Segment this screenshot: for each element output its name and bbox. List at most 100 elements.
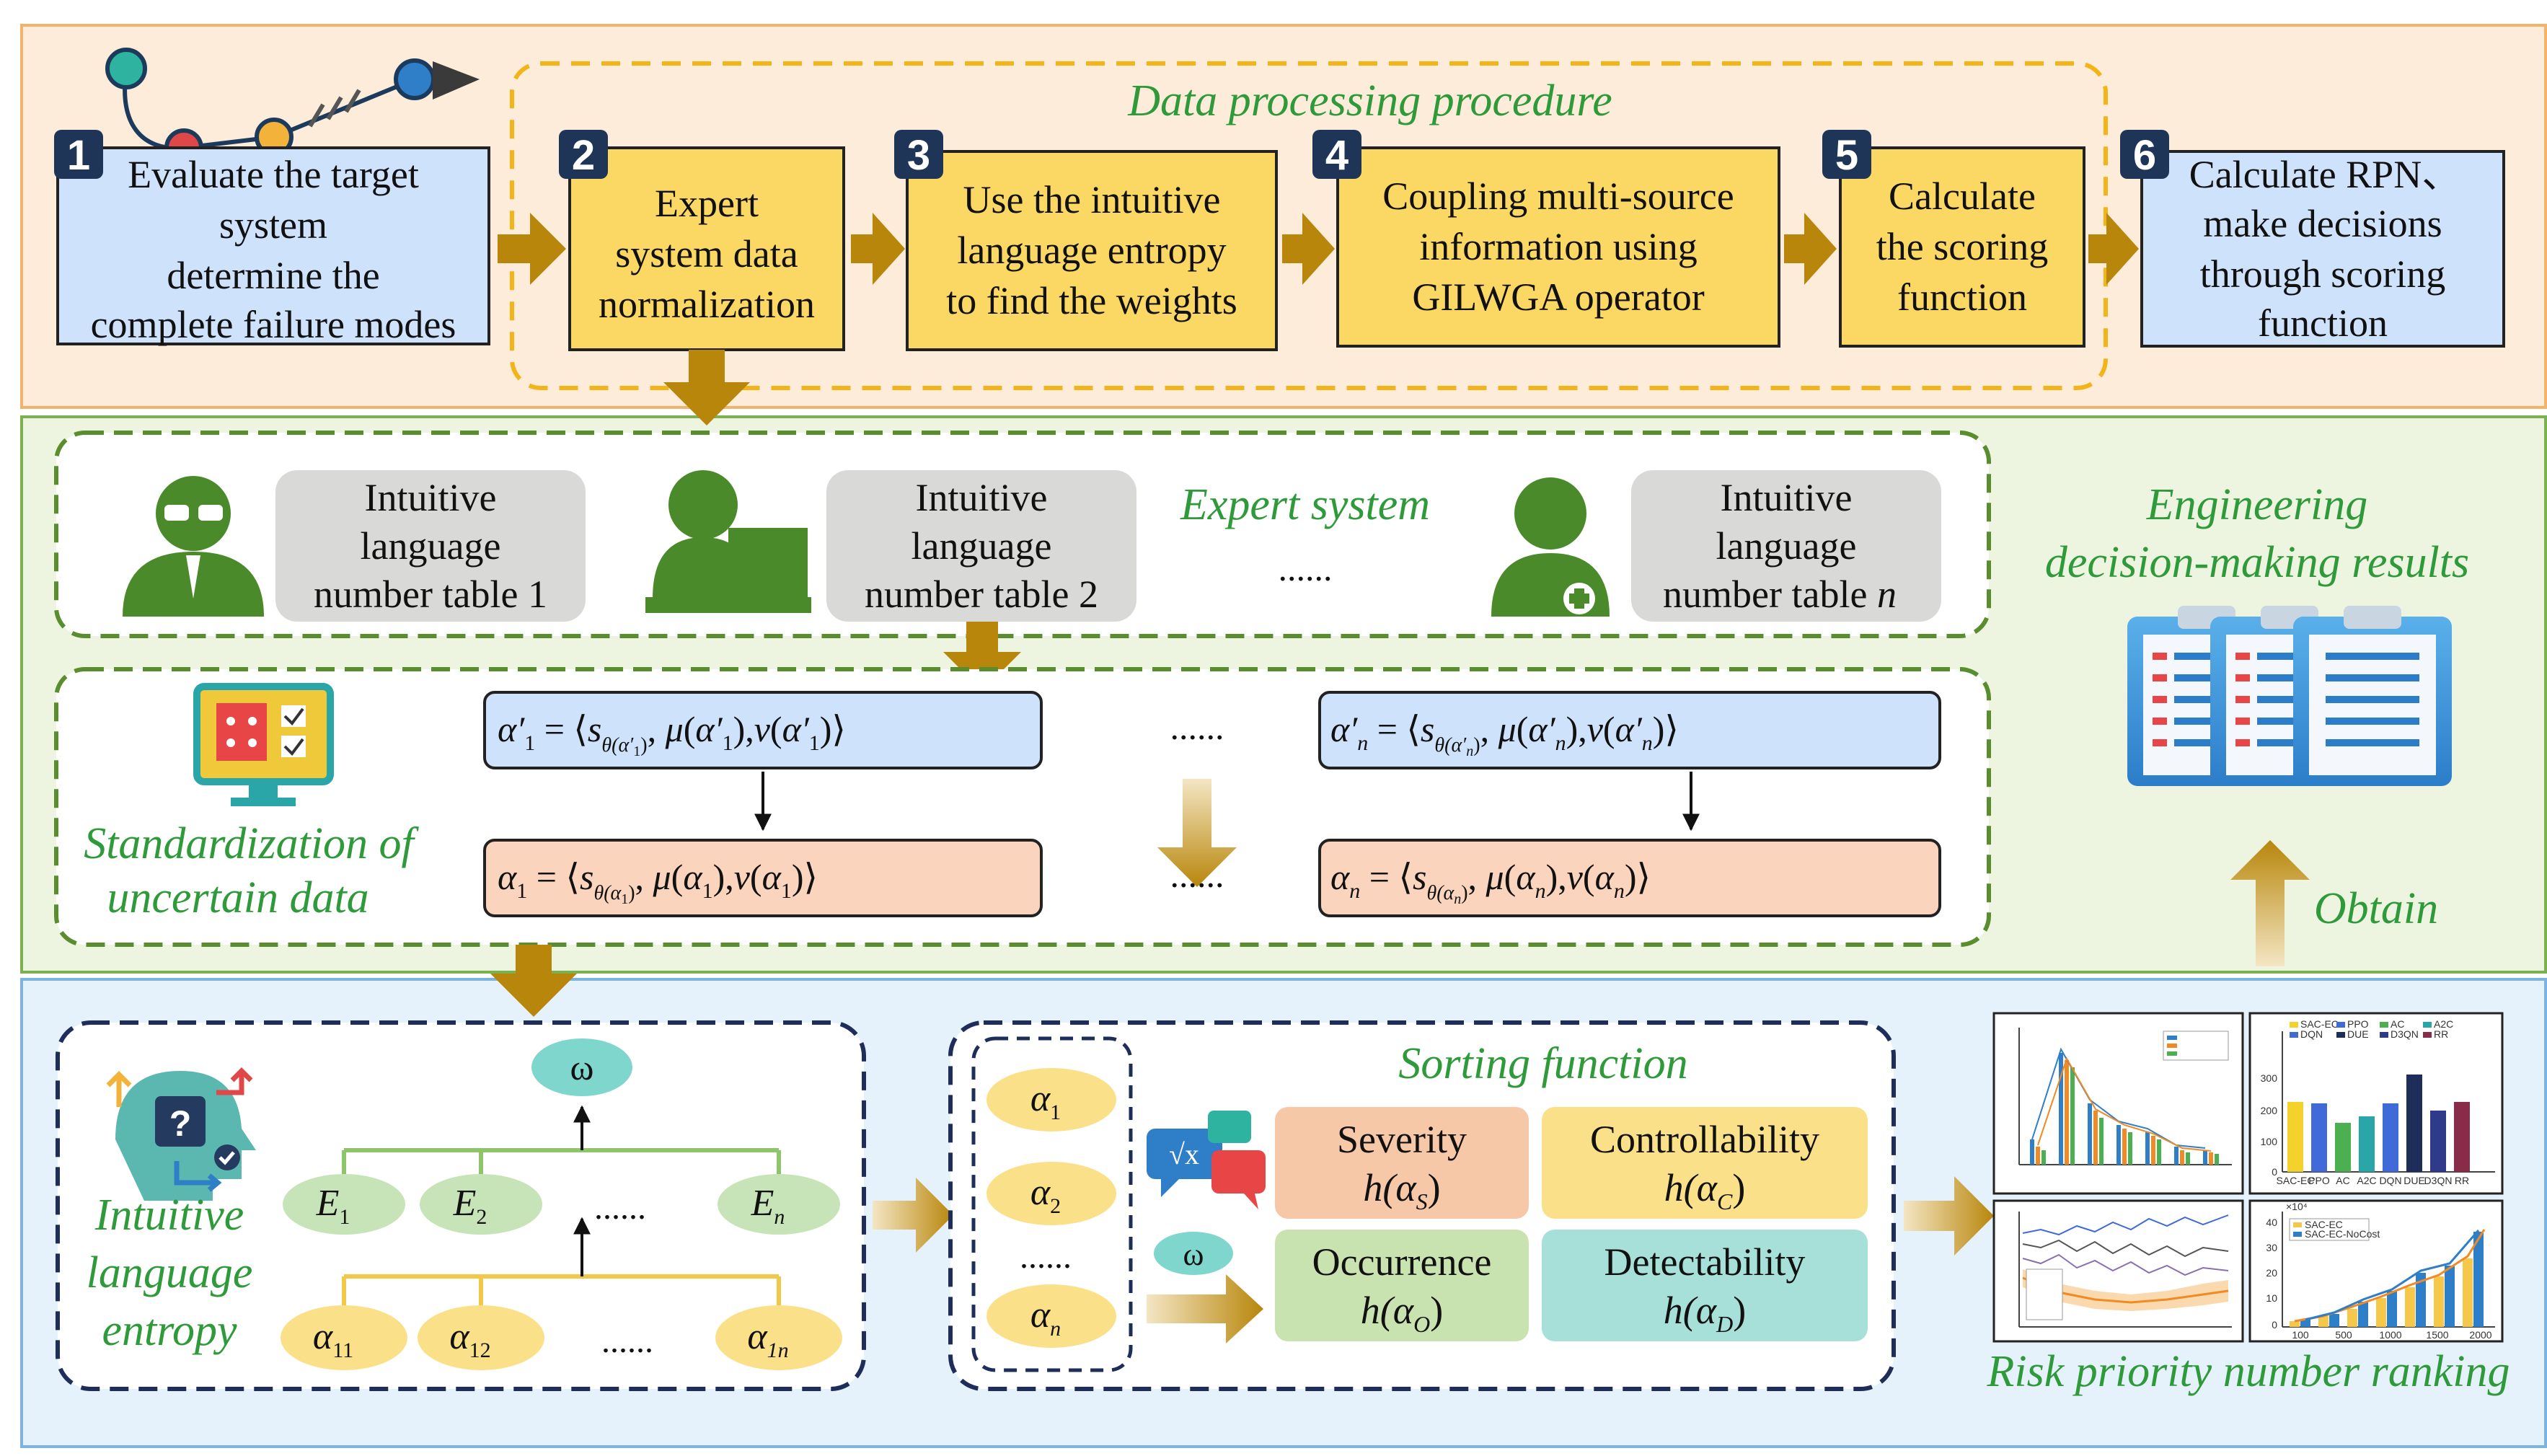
svg-text:α1 = ⟨sθ(α1), μ(α1),ν(α1)⟩: α1 = ⟨sθ(α1), μ(α1),ν(α1)⟩	[498, 857, 818, 907]
omega-text: ω	[570, 1047, 594, 1087]
chart-4-xtick-500: 500	[2335, 1329, 2352, 1341]
svg-text:En: En	[751, 1183, 785, 1229]
legend-ac: AC	[2391, 1018, 2404, 1030]
badge-6-number: 6	[2133, 132, 2156, 179]
svg-text:language: language	[361, 524, 501, 568]
alpha-list-ellipsis: ......	[1020, 1237, 1072, 1276]
chart-4-ytick-20: 20	[2266, 1267, 2277, 1279]
omega-node: ω	[531, 1038, 632, 1096]
legend-d3qn: D3QN	[2391, 1028, 2419, 1040]
chart-thumb-4: ×10⁴ 40 30 20 10 0 SAC-EC SAC-EC-NoCost …	[2248, 1199, 2504, 1343]
svg-text:α1: α1	[1030, 1078, 1061, 1124]
e-node-n-main: E	[751, 1183, 774, 1224]
alpha-list-n-main: α	[1030, 1294, 1051, 1336]
step-3-line-2: language entropy	[957, 229, 1226, 272]
table-2-line-2: language	[911, 524, 1052, 568]
step-5-line-2: the scoring	[1876, 225, 2048, 268]
occurrence-func: h(α	[1361, 1289, 1415, 1332]
chart-2-xtick-6: DUE	[2403, 1175, 2425, 1186]
chart-2-ytick-0: 0	[2272, 1166, 2277, 1178]
svg-text:Expert: Expert	[655, 182, 759, 225]
alpha-node-1n-main: α	[747, 1316, 768, 1357]
data-processing-frame	[510, 61, 2108, 390]
legend-sac-ec: SAC-EC	[2300, 1018, 2339, 1030]
arrow-up-gradient-icon	[2230, 840, 2310, 966]
alpha-list-item-n: αn	[986, 1284, 1116, 1348]
step-2-line-3: normalization	[599, 283, 815, 326]
svg-text:complete failure modes: complete failure modes	[91, 303, 456, 346]
chart-2-xtick-2: PPO	[2308, 1175, 2330, 1186]
table-n-line-3: number table	[1663, 573, 1877, 616]
bar-rr	[2454, 1102, 2470, 1172]
chart-4-xtick-1000: 1000	[2379, 1329, 2401, 1341]
svg-text:Use the intuitive: Use the intuitive	[963, 178, 1221, 221]
chart-4-legend-1: SAC-EC	[2305, 1219, 2343, 1230]
ranking-label: Risk priority number ranking	[1987, 1347, 2510, 1396]
svg-text:α′n = ⟨sθ(α′n), μ(α′n),ν(α′n): α′n = ⟨sθ(α′n), μ(α′n),ν(α′n)⟩	[1330, 709, 1679, 759]
data-processing-label: Data processing procedure	[1127, 76, 1612, 125]
svg-text:h(αD): h(αD)	[1664, 1289, 1746, 1337]
arrow-down-icon	[943, 622, 1021, 691]
clipboards-icon	[2127, 606, 2452, 786]
table-n-line-2: language	[1716, 524, 1857, 568]
step-6-line-3: through scoring	[2200, 252, 2445, 296]
step-2-line-2: system data	[615, 232, 798, 275]
table-2-line-1: Intuitive	[916, 476, 1048, 519]
alpha-list-1-main: α	[1030, 1078, 1051, 1119]
svg-text:Calculate: Calculate	[1889, 175, 2036, 218]
chart-2-xtick-5: DQN	[2379, 1175, 2401, 1186]
entropy-label-3: entropy	[102, 1306, 237, 1355]
arrow-right-icon	[498, 213, 566, 285]
formula-prime-n: α′n = ⟨sθ(α′n), μ(α′n),ν(α′n)⟩	[1318, 691, 1941, 769]
svg-text:system: system	[219, 203, 327, 247]
bar-dqn	[2383, 1103, 2398, 1172]
entropy-e-ellipsis: ......	[594, 1188, 646, 1227]
badge-4: 4	[1312, 130, 1361, 179]
svg-text:h(αC): h(αC)	[1664, 1166, 1746, 1214]
e-node-1-main: E	[316, 1183, 340, 1224]
results-label-1: Engineering	[2146, 480, 2368, 529]
e-node-1: E1	[283, 1174, 405, 1235]
step-5-line-3: function	[1897, 275, 2027, 319]
svg-text:αn = ⟨sθ(αn), μ(αn),ν(αn)⟩: αn = ⟨sθ(αn), μ(αn),ν(αn)⟩	[1330, 857, 1651, 907]
chart-4-ytick-10: 10	[2266, 1292, 2277, 1304]
bar-d3qn	[2430, 1111, 2446, 1172]
legend-a2c: A2C	[2434, 1018, 2453, 1030]
standardization-label-1: Standardization of	[84, 819, 419, 868]
occurrence-close: )	[1430, 1289, 1443, 1332]
chart-4-exp: ×10⁴	[2286, 1201, 2308, 1212]
svg-text:αn: αn	[1030, 1294, 1061, 1341]
chart-4-ytick-30: 30	[2266, 1242, 2277, 1253]
step-2: Expert system data normalization	[568, 146, 845, 351]
badge-1-number: 1	[67, 132, 90, 179]
chart-2-xtick-7: D3QN	[2424, 1175, 2453, 1186]
bar-ppo	[2311, 1103, 2327, 1172]
entropy-tree	[342, 1105, 781, 1309]
detectability-sub: D	[1716, 1311, 1733, 1337]
svg-text:determine the: determine the	[167, 254, 379, 297]
entropy-alpha-ellipsis: ......	[601, 1322, 653, 1360]
badge-1: 1	[54, 130, 103, 179]
standardization-ellipsis-top: ......	[1170, 707, 1224, 747]
svg-text:language: language	[911, 524, 1052, 568]
bar-sac-ec	[2287, 1102, 2303, 1172]
step-arrows	[498, 213, 2139, 285]
chart-thumb-3	[1992, 1199, 2244, 1343]
chart-4-ytick-40: 40	[2266, 1217, 2277, 1228]
arrow-right-icon	[2088, 213, 2139, 285]
svg-text:α12: α12	[449, 1316, 490, 1362]
step-3-line-1: Use the intuitive	[963, 178, 1221, 221]
svg-text:α11: α11	[313, 1316, 353, 1362]
omega-small-node: ω	[1154, 1232, 1233, 1275]
alpha-list-item-1: α1	[986, 1068, 1116, 1131]
controllability-func: h(α	[1664, 1166, 1718, 1209]
expert-woman-laptop-icon	[645, 470, 811, 613]
chart-4-xtick-1500: 1500	[2426, 1329, 2448, 1341]
entropy-label-1: Intuitive	[94, 1191, 244, 1240]
expert-ellipsis: ......	[1279, 548, 1333, 588]
table-1-line-1: Intuitive	[365, 476, 497, 519]
severity-close: )	[1428, 1166, 1441, 1209]
table-n-line-1: Intuitive	[1721, 476, 1853, 519]
arrow-right-icon	[1784, 213, 1837, 285]
severity-box: Severity h(αS)	[1275, 1107, 1529, 1219]
